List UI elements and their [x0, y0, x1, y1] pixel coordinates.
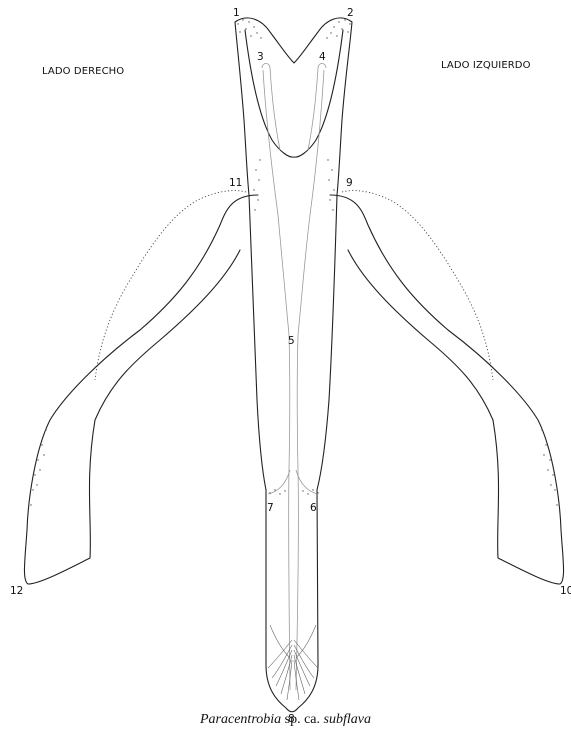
tip-striation [296, 625, 316, 658]
point-label-9: 9 [346, 177, 353, 189]
tip-striation [294, 640, 318, 668]
point-label-4: 4 [319, 51, 326, 63]
stipple-left-stylet [541, 429, 557, 505]
right-inner-channel [263, 70, 290, 690]
stipple-side-right [327, 159, 334, 210]
caption-genus: Paracentrobia [200, 712, 281, 727]
point-label-12: 12 [10, 585, 23, 597]
point-label-7: 7 [267, 502, 274, 514]
caption-species: subflava [324, 712, 371, 727]
point-label-2: 2 [347, 7, 354, 19]
point-label-6: 6 [310, 502, 317, 514]
stipple-side-left [253, 159, 260, 210]
point-label-3: 3 [257, 51, 264, 63]
figure-caption: Paracentrobia sp. ca. subflava [0, 712, 571, 728]
stipple-right-stylet [30, 429, 46, 505]
left-junction-dotted [342, 191, 493, 380]
tip-striation [268, 640, 292, 668]
point-label-1: 1 [233, 7, 240, 19]
right-stylet-outline [24, 195, 258, 584]
point-label-10: 10 [560, 585, 571, 597]
caption-middle: sp. ca. [281, 712, 323, 727]
upper-body-inner-outline [245, 30, 343, 157]
stipple-top-left [237, 19, 261, 38]
left-inner-channel [296, 70, 324, 690]
central-body-outline [235, 18, 352, 712]
point-label-11: 11 [229, 177, 242, 189]
stipple-top-right [326, 19, 350, 38]
tip-striation [270, 625, 290, 658]
right-junction-dotted [95, 191, 246, 380]
left-stylet-outline [330, 195, 564, 584]
point-label-5: 5 [288, 335, 295, 347]
